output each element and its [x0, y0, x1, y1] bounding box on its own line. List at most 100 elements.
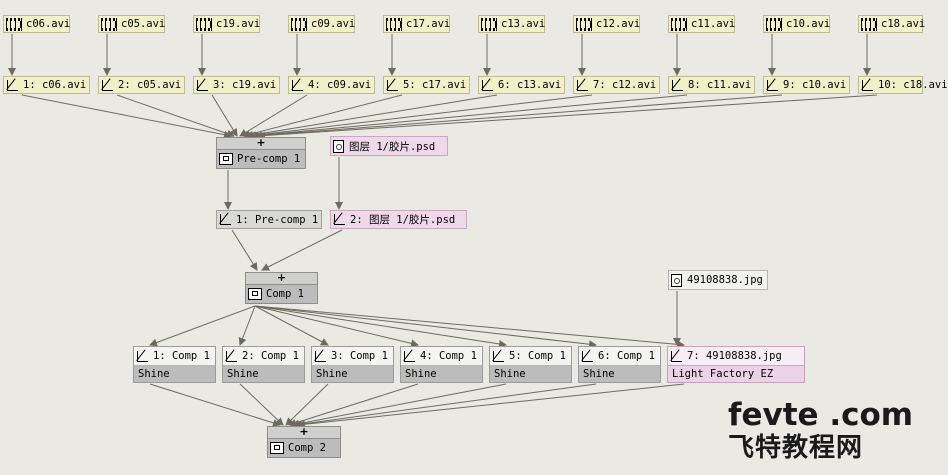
layer-icon [226, 350, 237, 362]
footage-label: c10.avi [786, 18, 831, 30]
link-layer-to-precomp [257, 94, 878, 140]
layer-label: 2: Comp 1 [242, 350, 299, 362]
layer-icon [672, 79, 683, 91]
footage-label: 49108838.jpg [687, 274, 763, 286]
layer-node-2[interactable]: 2: c05.avi [98, 76, 185, 94]
footage-label: c05.avi [121, 18, 166, 30]
footage-node-c06[interactable]: c06.avi [3, 15, 70, 33]
layer-node-precomp[interactable]: 1: Pre-comp 1 [216, 210, 322, 229]
layer-node-comp1-6[interactable]: 6: Comp 1 Shine [578, 346, 661, 383]
composition-label: Comp 2 [288, 442, 326, 454]
footage-node-c11[interactable]: c11.avi [668, 15, 735, 33]
film-icon [861, 17, 877, 31]
film-icon [101, 17, 117, 31]
layer-icon [582, 350, 593, 362]
footage-node-c17[interactable]: c17.avi [383, 15, 450, 33]
footage-node-c19[interactable]: c19.avi [193, 15, 260, 33]
layer-node-comp1-5[interactable]: 5: Comp 1 Shine [489, 346, 572, 383]
footage-node-c10[interactable]: c10.avi [763, 15, 830, 33]
layer-node-psd[interactable]: 2: 图层 1/胶片.psd [330, 210, 467, 229]
layer-icon [7, 79, 18, 91]
footage-label: c09.avi [311, 18, 356, 30]
link-layer-to-precomp [251, 94, 688, 140]
layer-node-4[interactable]: 4: c09.avi [288, 76, 375, 94]
footage-label: c18.avi [881, 18, 926, 30]
footage-node-c09[interactable]: c09.avi [288, 15, 355, 33]
psd-footage-node[interactable]: 图层 1/胶片.psd [330, 136, 448, 156]
comp2-composition-node[interactable]: + Comp 2 [267, 426, 341, 458]
footage-node-c13[interactable]: c13.avi [478, 15, 545, 33]
effect-label: Shine [138, 368, 170, 380]
layer-label: 7: c12.avi [593, 79, 657, 91]
layer-label: 9: c10.avi [783, 79, 847, 91]
link-layer-to-comp2 [294, 383, 597, 429]
layer-icon [671, 350, 682, 362]
film-icon [291, 17, 307, 31]
expand-toggle[interactable]: + [245, 272, 318, 285]
expand-toggle[interactable]: + [216, 137, 306, 150]
layer-label: 6: c13.avi [498, 79, 562, 91]
layer-node-8[interactable]: 8: c11.avi [668, 76, 755, 94]
flowchart-links [8, 34, 878, 429]
effect-label: Light Factory EZ [672, 368, 774, 380]
image-file-icon [333, 139, 344, 153]
layer-node-comp1-7[interactable]: 7: 49108838.jpg Light Factory EZ [667, 346, 805, 383]
link-layer-to-precomp [245, 94, 498, 139]
layer-label: 7: 49108838.jpg [687, 350, 782, 362]
jpg-footage-node[interactable]: 49108838.jpg [668, 270, 768, 290]
layer-node-5[interactable]: 5: c17.avi [383, 76, 470, 94]
effect-label: Shine [494, 368, 526, 380]
layer-icon [387, 79, 398, 91]
composition-label: Comp 1 [266, 288, 304, 300]
layer-label: 5: Comp 1 [509, 350, 566, 362]
film-icon [481, 17, 497, 31]
layer-icon [862, 79, 873, 91]
film-icon [196, 17, 212, 31]
layer-icon [102, 79, 113, 91]
expand-toggle[interactable]: + [267, 426, 341, 439]
layer-icon [220, 214, 231, 225]
image-file-icon [671, 273, 682, 287]
footage-label: c19.avi [216, 18, 261, 30]
link-layer-to-comp1 [231, 229, 258, 271]
link-comp1-to-layer [254, 305, 419, 348]
layer-node-comp1-2[interactable]: 2: Comp 1 Shine [222, 346, 305, 383]
layer-node-6[interactable]: 6: c13.avi [478, 76, 565, 94]
layer-label: 8: c11.avi [688, 79, 752, 91]
layer-node-comp1-4[interactable]: 4: Comp 1 Shine [400, 346, 483, 383]
comp1-composition-node[interactable]: + Comp 1 [245, 272, 318, 304]
layer-icon [404, 350, 415, 362]
precomp-composition-node[interactable]: + Pre-comp 1 [216, 137, 306, 169]
effect-label: Shine [405, 368, 437, 380]
site-watermark: fevte .com 飞特教程网 [728, 398, 918, 470]
composition-icon [270, 442, 284, 454]
footage-label: 图层 1/胶片.psd [349, 140, 436, 153]
link-layer-to-precomp [211, 94, 238, 137]
footage-node-c18[interactable]: c18.avi [858, 15, 926, 33]
link-layer-to-comp2 [291, 383, 507, 428]
composition-icon [219, 153, 233, 165]
layer-icon [334, 214, 345, 225]
link-comp1-to-layer [238, 305, 256, 346]
link-comp1-to-layer [254, 305, 329, 346]
layer-label: 10: c18.avi [878, 79, 948, 91]
link-layer-to-comp1 [261, 229, 343, 271]
layer-node-1[interactable]: 1: c06.avi [3, 76, 90, 94]
layer-node-9[interactable]: 9: c10.avi [763, 76, 850, 94]
footage-node-c12[interactable]: c12.avi [573, 15, 640, 33]
layer-label: 3: c19.avi [213, 79, 277, 91]
footage-node-c05[interactable]: c05.avi [98, 15, 165, 33]
layer-icon [292, 79, 303, 91]
link-layer-to-comp2 [149, 383, 281, 427]
layer-node-comp1-1[interactable]: 1: Comp 1 Shine [133, 346, 216, 383]
link-comp1-to-layer [149, 305, 256, 347]
layer-label: 1: Comp 1 [153, 350, 210, 362]
layer-node-comp1-3[interactable]: 3: Comp 1 Shine [311, 346, 394, 383]
link-layer-to-precomp [248, 94, 593, 140]
layer-node-10[interactable]: 10: c18.avi [858, 76, 948, 94]
layer-label: 2: 图层 1/胶片.psd [350, 214, 456, 226]
layer-node-7[interactable]: 7: c12.avi [573, 76, 660, 94]
layer-label: 3: Comp 1 [331, 350, 388, 362]
link-layer-to-precomp [242, 94, 403, 139]
layer-node-3[interactable]: 3: c19.avi [193, 76, 280, 94]
